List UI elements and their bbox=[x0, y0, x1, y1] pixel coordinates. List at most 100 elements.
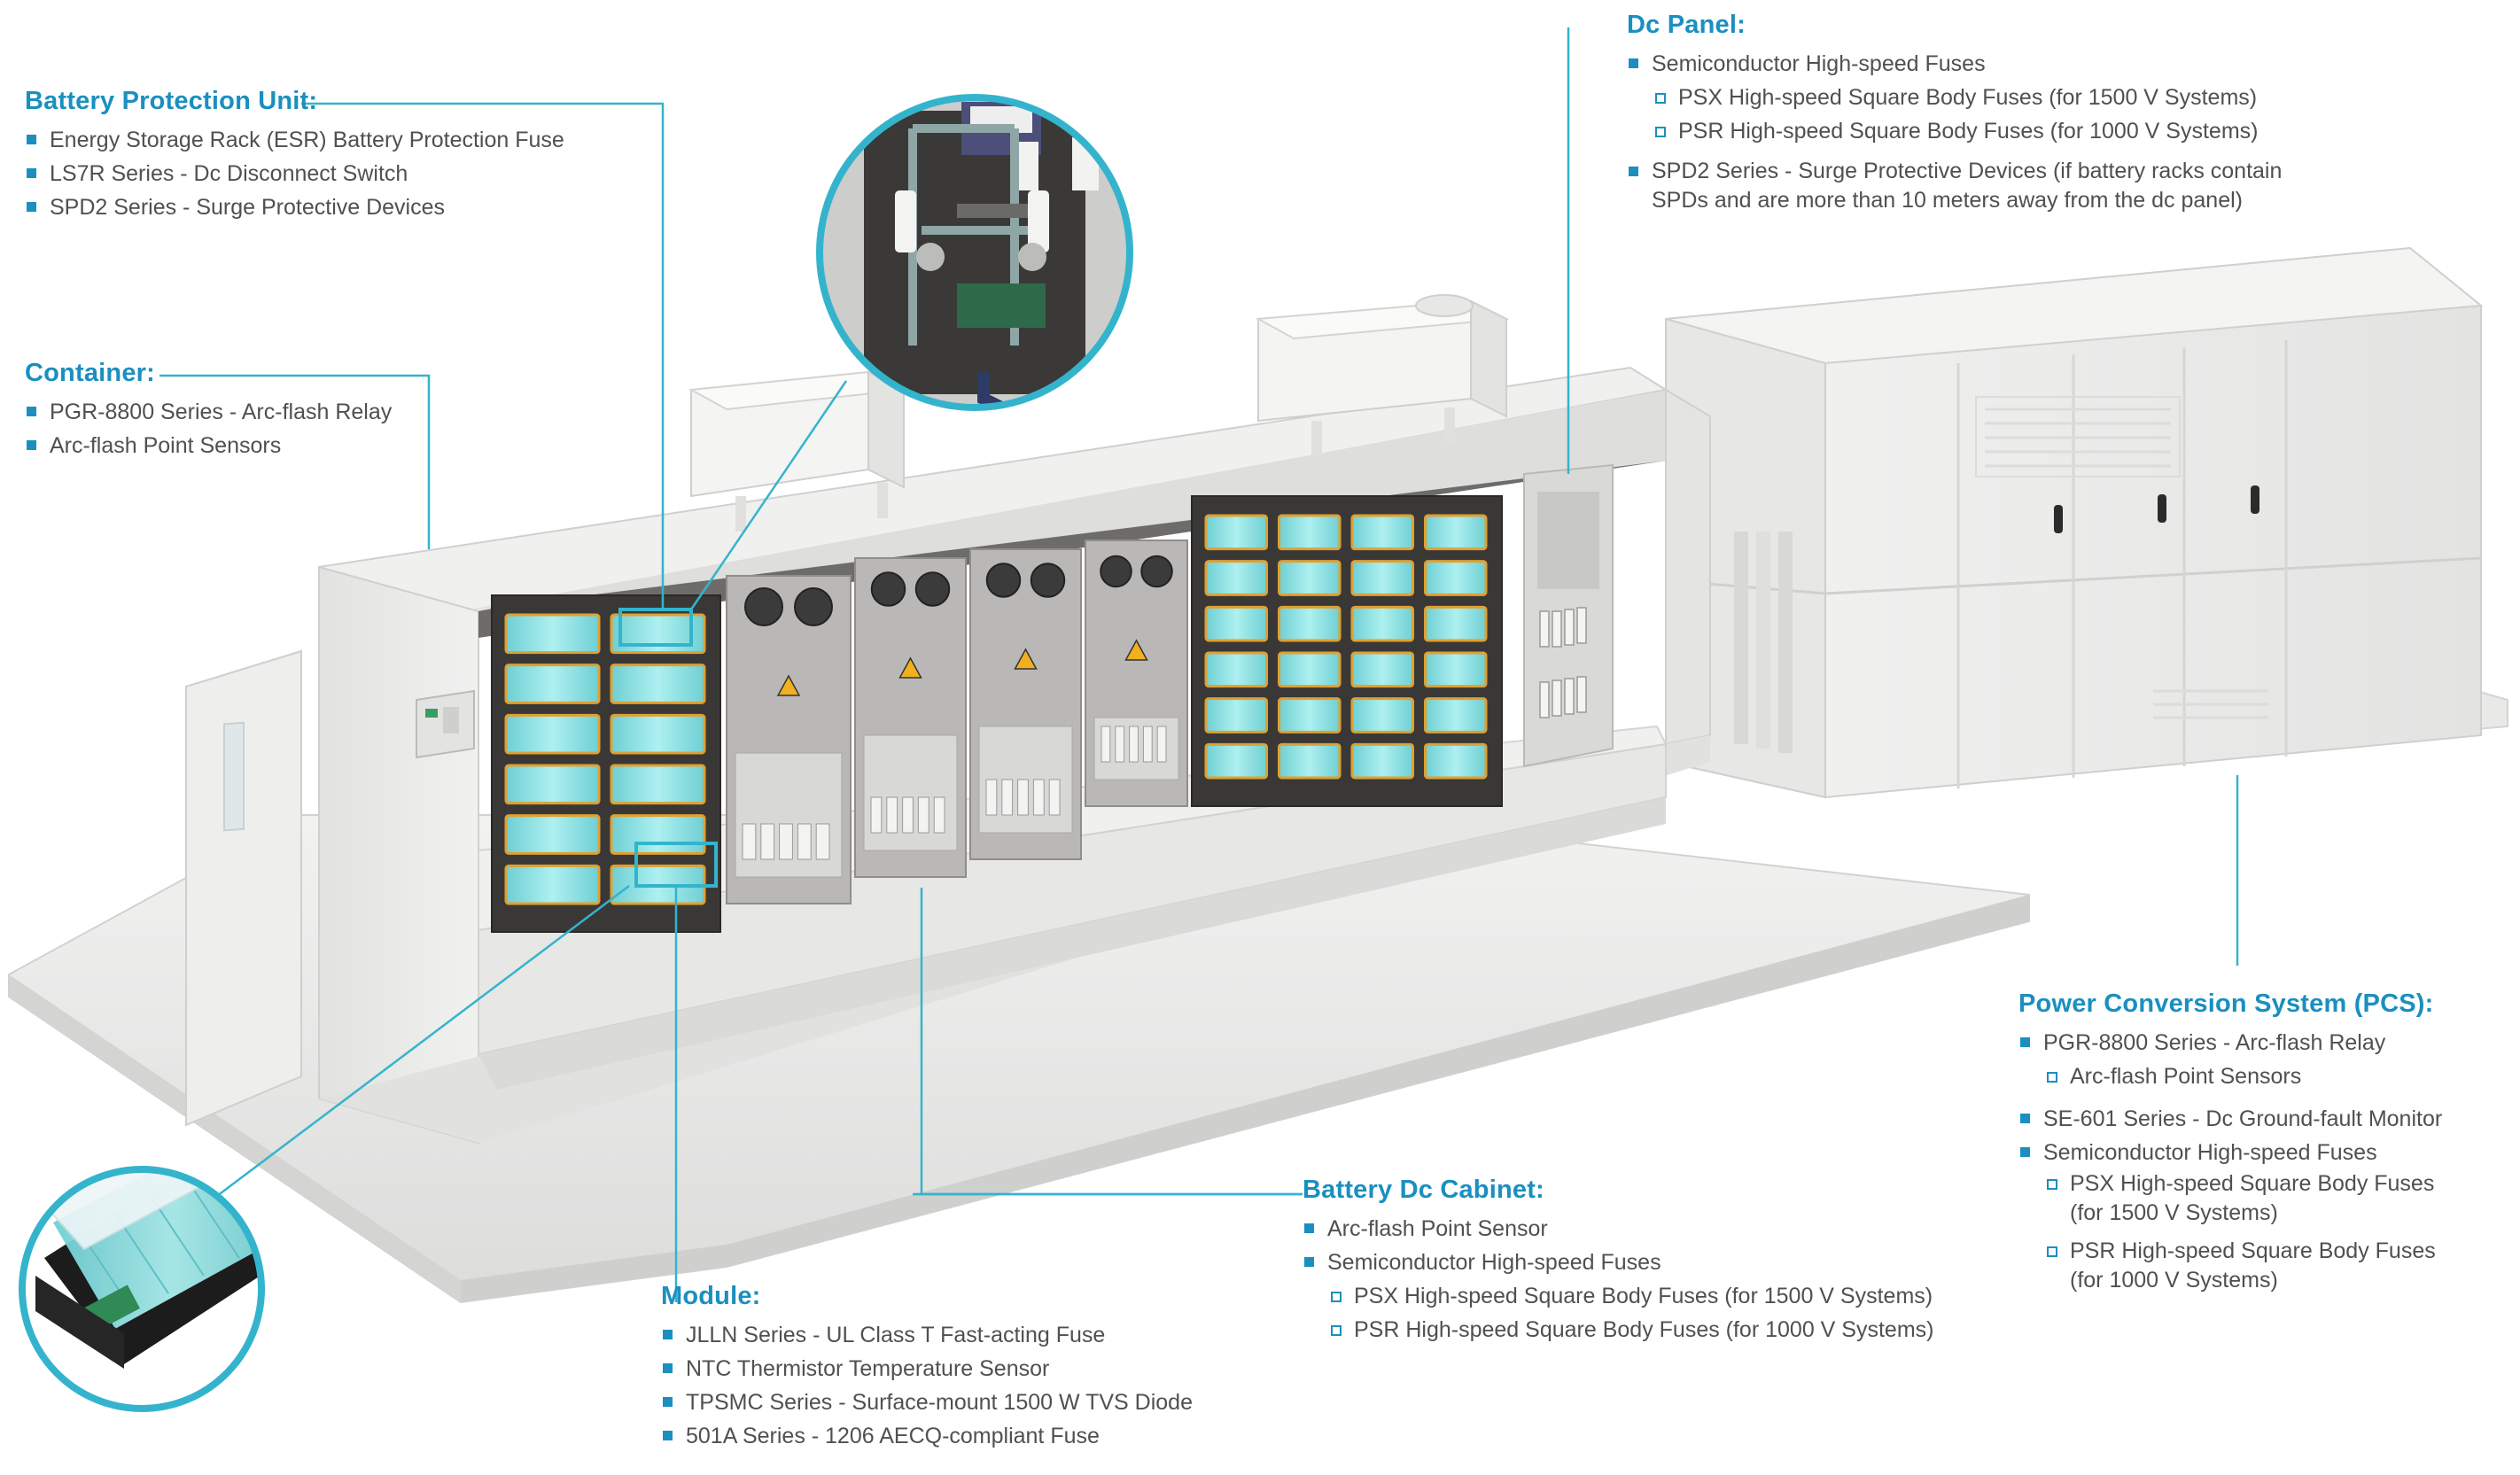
battery-module bbox=[1424, 514, 1488, 551]
battery-module bbox=[1350, 651, 1414, 688]
sub-bullet-icon bbox=[2047, 1072, 2057, 1083]
list-item: PSR High-speed Square Body Fuses (for 10… bbox=[1303, 1313, 1933, 1347]
callout-battery-dc-cabinet: Battery Dc Cabinet: Arc-flash Point Sens… bbox=[1303, 1176, 1933, 1347]
hvac-unit-right bbox=[1255, 294, 1510, 456]
list-item: 501A Series - 1206 AECQ-compliant Fuse bbox=[661, 1419, 1193, 1453]
warning-triangle-icon bbox=[1124, 639, 1148, 661]
callout-title: Battery Protection Unit: bbox=[25, 87, 318, 115]
bullet-icon bbox=[1629, 58, 1638, 68]
sub-bullet-icon bbox=[2047, 1246, 2057, 1257]
bullet-icon bbox=[27, 135, 36, 144]
bullet-icon bbox=[27, 202, 36, 212]
list-item: PSX High-speed Square Body Fuses (for 15… bbox=[1627, 81, 2282, 114]
battery-racks bbox=[491, 495, 1503, 933]
battery-module bbox=[1278, 742, 1342, 780]
bullet-icon bbox=[663, 1431, 673, 1440]
battery-protection-unit-inset bbox=[816, 94, 1133, 411]
cooling-fan-icon bbox=[914, 571, 951, 607]
list-item: JLLN Series - UL Class T Fast-acting Fus… bbox=[661, 1318, 1193, 1352]
battery-module bbox=[1424, 560, 1488, 596]
battery-module bbox=[1204, 514, 1268, 551]
bullet-icon bbox=[2020, 1147, 2030, 1157]
warning-triangle-icon bbox=[898, 656, 922, 679]
bullet-icon bbox=[2020, 1037, 2030, 1047]
cooling-fan-icon bbox=[870, 571, 906, 607]
battery-rack-right bbox=[1191, 495, 1503, 807]
list-item: PSR High-speed Square Body Fuses (for 10… bbox=[2018, 1237, 2442, 1295]
list-item: Semiconductor High-speed Fuses bbox=[1627, 47, 2282, 81]
battery-module bbox=[1350, 514, 1414, 551]
callout-container: Container: PGR-8800 Series - Arc-flash R… bbox=[25, 359, 392, 462]
battery-module bbox=[504, 664, 601, 704]
cooling-fan-icon bbox=[1140, 555, 1173, 588]
callout-title: Container: bbox=[25, 359, 155, 387]
warning-triangle-icon bbox=[1014, 648, 1038, 670]
leader-lines bbox=[159, 27, 2239, 1302]
battery-dc-cabinets bbox=[726, 540, 1188, 904]
callout-title: Dc Panel: bbox=[1627, 11, 1746, 39]
cooling-fan-icon bbox=[744, 587, 783, 626]
list-item: NTC Thermistor Temperature Sensor bbox=[661, 1352, 1193, 1386]
battery-module bbox=[1204, 560, 1268, 596]
callout-module: Module: JLLN Series - UL Class T Fast-ac… bbox=[661, 1282, 1193, 1453]
callout-title: Power Conversion System (PCS): bbox=[2018, 990, 2434, 1018]
list-item: Arc-flash Point Sensor bbox=[1303, 1212, 1933, 1246]
sub-bullet-icon bbox=[2047, 1179, 2057, 1190]
battery-module bbox=[1350, 560, 1414, 596]
battery-dc-cabinet-3 bbox=[969, 548, 1082, 860]
cooling-fan-icon bbox=[1030, 563, 1066, 598]
battery-module bbox=[1204, 742, 1268, 780]
bpu-highlight-box bbox=[618, 608, 693, 647]
callout-list: Arc-flash Point Sensor Semiconductor Hig… bbox=[1303, 1212, 1933, 1347]
bullet-icon bbox=[27, 168, 36, 178]
battery-module bbox=[610, 764, 706, 805]
list-item: PSX High-speed Square Body Fuses (for 15… bbox=[2018, 1169, 2442, 1228]
sub-bullet-icon bbox=[1331, 1325, 1342, 1336]
bullet-icon bbox=[663, 1397, 673, 1407]
bullet-icon bbox=[1304, 1257, 1314, 1267]
battery-module bbox=[1204, 605, 1268, 642]
list-item: LS7R Series - Dc Disconnect Switch bbox=[25, 157, 564, 190]
list-item: PGR-8800 Series - Arc-flash Relay bbox=[2018, 1026, 2442, 1060]
callout-title: Module: bbox=[661, 1282, 761, 1310]
sub-bullet-icon bbox=[1331, 1292, 1342, 1302]
battery-module bbox=[1278, 697, 1342, 734]
bullet-icon bbox=[27, 407, 36, 416]
battery-module bbox=[610, 713, 706, 755]
battery-module bbox=[1424, 697, 1488, 734]
list-item: SE-601 Series - Dc Ground-fault Monitor bbox=[2018, 1102, 2442, 1136]
battery-dc-cabinet-4 bbox=[1085, 540, 1188, 807]
list-item: Arc-flash Point Sensors bbox=[25, 429, 392, 462]
battery-module bbox=[1424, 651, 1488, 688]
list-item: TPSMC Series - Surface-mount 1500 W TVS … bbox=[661, 1386, 1193, 1419]
list-item: SPD2 Series - Surge Protective Devices (… bbox=[1627, 157, 2282, 215]
battery-module bbox=[1424, 742, 1488, 780]
sub-bullet-icon bbox=[1655, 127, 1666, 137]
pcs-enclosure bbox=[1665, 246, 2484, 799]
dc-panel-cabinet bbox=[1523, 463, 1614, 768]
list-item: Arc-flash Point Sensors bbox=[2018, 1060, 2442, 1093]
bullet-icon bbox=[27, 440, 36, 450]
battery-module bbox=[1278, 651, 1342, 688]
bullet-icon bbox=[2020, 1114, 2030, 1123]
battery-module bbox=[504, 864, 601, 905]
callout-list: JLLN Series - UL Class T Fast-acting Fus… bbox=[661, 1318, 1193, 1453]
list-item: PGR-8800 Series - Arc-flash Relay bbox=[25, 395, 392, 429]
battery-module bbox=[504, 613, 601, 655]
callout-list: PGR-8800 Series - Arc-flash Relay Arc-fl… bbox=[25, 395, 392, 462]
battery-dc-cabinet-2 bbox=[854, 557, 967, 878]
battery-module bbox=[1350, 605, 1414, 642]
battery-module bbox=[504, 713, 601, 755]
cooling-fan-icon bbox=[794, 587, 833, 626]
list-item: Semiconductor High-speed Fuses bbox=[1303, 1246, 1933, 1279]
sub-bullet-icon bbox=[1655, 93, 1666, 104]
cooling-fan-icon bbox=[985, 563, 1022, 598]
battery-module bbox=[1350, 742, 1414, 780]
callout-battery-protection-unit: Battery Protection Unit: Energy Storage … bbox=[25, 87, 564, 224]
battery-module bbox=[1278, 605, 1342, 642]
battery-module bbox=[610, 664, 706, 704]
callout-title: Battery Dc Cabinet: bbox=[1303, 1176, 1544, 1204]
battery-module bbox=[1278, 560, 1342, 596]
callout-list: PGR-8800 Series - Arc-flash Relay Arc-fl… bbox=[2018, 1026, 2442, 1295]
